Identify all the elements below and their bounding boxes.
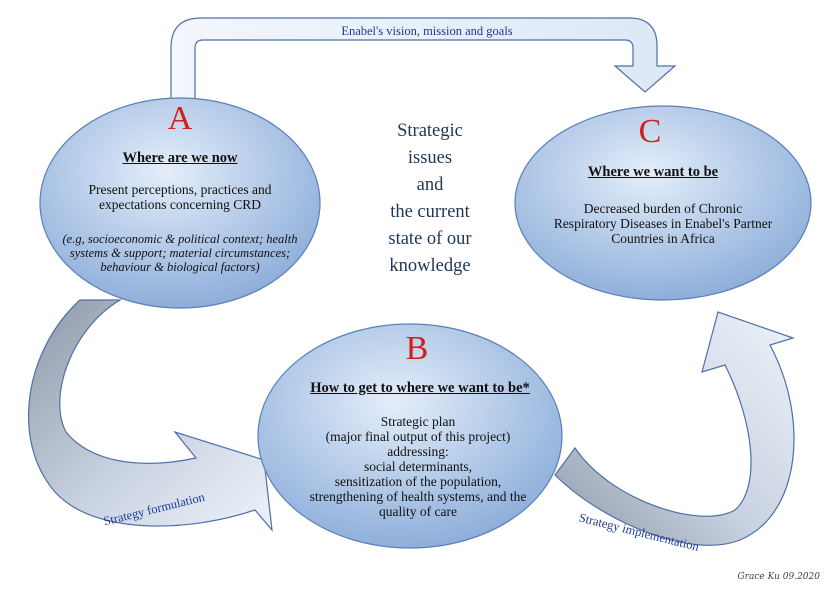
node-c-body: Decreased burden of Chronic Respiratory …	[518, 201, 808, 246]
signature: Grace Ku 09.2020	[737, 572, 821, 582]
node-a-note-line: systems & support; material circumstance…	[69, 246, 291, 260]
node-b-body: Strategic plan (major final output of th…	[273, 414, 563, 519]
arrow-top-label: Enabel's vision, mission and goals	[341, 24, 512, 38]
node-b-body-line: addressing:	[387, 444, 449, 459]
node-a-body-line: expectations concerning CRD	[99, 197, 261, 212]
top-curved-arrow	[170, 17, 677, 103]
node-c-body-line: Respiratory Diseases in Enabel's Partner	[553, 216, 773, 231]
node-b-body-line: Strategic plan	[380, 414, 456, 429]
node-b-body-line: (major final output of this project)	[325, 429, 511, 444]
node-b-circle	[257, 323, 563, 549]
center-text-line: knowledge	[389, 256, 471, 276]
center-text: Strategic issues and the current state o…	[355, 118, 505, 280]
right-curved-arrow	[554, 311, 795, 546]
node-b-body-line: social determinants,	[364, 459, 472, 474]
node-b-body-line: quality of care	[379, 504, 457, 519]
node-a-body-line: Present perceptions, practices and	[88, 182, 272, 197]
center-text-line: Strategic	[397, 121, 463, 141]
node-a-note: (e.g, socioeconomic & political context;…	[45, 232, 315, 274]
center-text-line: the current	[390, 202, 470, 222]
node-b-letter: B	[405, 330, 429, 367]
node-c-letter: C	[638, 113, 662, 150]
center-text-line: state of our	[388, 229, 472, 249]
node-c-body-line: Decreased burden of Chronic	[583, 201, 743, 216]
node-a-note-line: behaviour & biological factors)	[100, 260, 260, 274]
node-b-body-line: sensitization of the population,	[334, 474, 502, 489]
node-a-circle	[39, 97, 321, 309]
node-c-body-line: Countries in Africa	[611, 231, 715, 246]
center-text-line: issues	[407, 148, 453, 168]
node-a-body: Present perceptions, practices and expec…	[50, 182, 310, 212]
node-c-circle	[514, 105, 812, 301]
left-curved-arrow	[28, 299, 273, 532]
node-a-note-line: (e.g, socioeconomic & political context;…	[62, 232, 298, 246]
node-b-heading: How to get to where we want to be*	[310, 380, 530, 396]
node-a-heading: Where are we now	[122, 150, 238, 166]
node-b-body-line: strengthening of health systems, and the	[309, 489, 527, 504]
node-c-heading: Where we want to be	[587, 164, 719, 180]
center-text-line: and	[416, 175, 444, 195]
node-a-letter: A	[167, 100, 193, 137]
